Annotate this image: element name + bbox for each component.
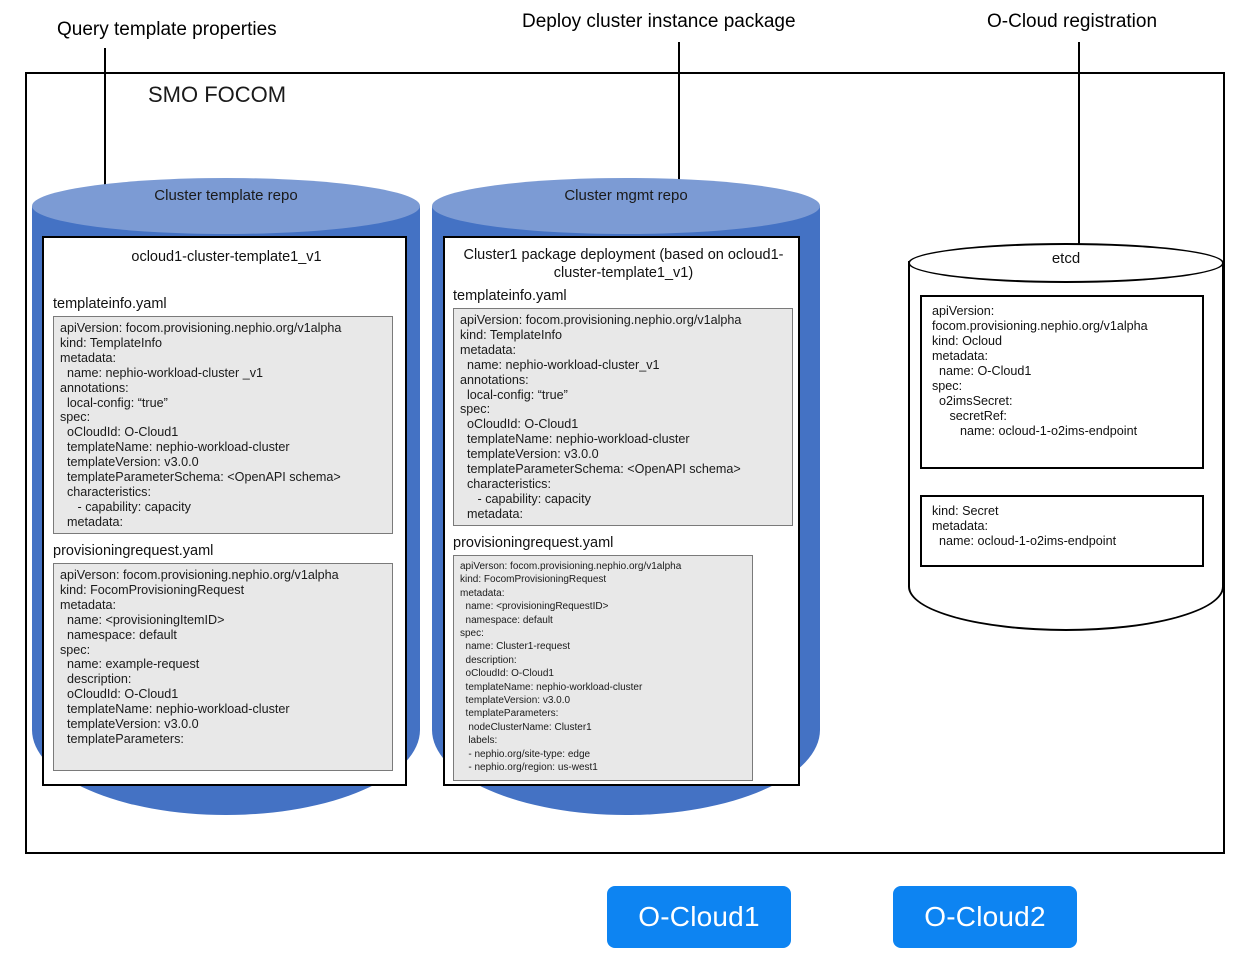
yaml-block-templateinfo: apiVersion: focom.provisioning.nephio.or… bbox=[53, 316, 393, 534]
etcd-secret-resource-box: kind: Secret metadata: name: ocloud-1-o2… bbox=[920, 495, 1204, 567]
file-label-provisioningrequest-yaml: provisioningrequest.yaml bbox=[53, 543, 214, 559]
yaml-block-provisioningrequest: apiVerson: focom.provisioning.nephio.org… bbox=[453, 555, 753, 781]
etcd-cylinder-top-ellipse bbox=[908, 243, 1224, 283]
yaml-block-templateinfo: apiVersion: focom.provisioning.nephio.or… bbox=[453, 308, 793, 526]
etcd-title: etcd bbox=[1051, 250, 1081, 267]
file-label-templateinfo-yaml: templateinfo.yaml bbox=[453, 288, 567, 304]
ocloud1-button[interactable]: O-Cloud1 bbox=[607, 886, 791, 948]
annotation-label-o-cloud-registration: O-Cloud registration bbox=[987, 11, 1158, 32]
annotation-label-query-template-properties: Query template properties bbox=[57, 19, 277, 40]
etcd-ocloud-resource-box: apiVersion: focom.provisioning.nephio.or… bbox=[920, 295, 1204, 469]
yaml-block-provisioningrequest: apiVerson: focom.provisioning.nephio.org… bbox=[53, 563, 393, 771]
cluster-mgmt-repo-title: Cluster mgmt repo bbox=[564, 187, 688, 204]
file-label-templateinfo-yaml: templateinfo.yaml bbox=[53, 296, 167, 312]
cluster1-package-deployment-card: Cluster1 package deployment (based on oc… bbox=[443, 236, 800, 786]
smo-focom-title: SMO FOCOM bbox=[148, 82, 287, 107]
smo-focom-frame bbox=[25, 72, 1225, 854]
etcd-cylinder: etcd apiVersion: focom.provisioning.neph… bbox=[908, 243, 1224, 631]
card-title: ocloud1-cluster-template1_v1 bbox=[131, 249, 322, 265]
annotation-leader-line-3 bbox=[1078, 42, 1080, 295]
cylinder-top-ellipse bbox=[432, 178, 820, 234]
file-label-provisioningrequest-yaml: provisioningrequest.yaml bbox=[453, 535, 614, 551]
annotation-leader-line-1 bbox=[104, 48, 106, 240]
annotation-leader-line-2 bbox=[678, 42, 680, 240]
cylinder-top-ellipse bbox=[32, 178, 420, 234]
annotation-label-deploy-cluster-instance-package: Deploy cluster instance package bbox=[522, 11, 796, 32]
ocloud2-button[interactable]: O-Cloud2 bbox=[893, 886, 1077, 948]
cluster-template-repo-title: Cluster template repo bbox=[154, 187, 298, 204]
ocloud1-cluster-template1-card: ocloud1-cluster-template1_v1 templateinf… bbox=[42, 236, 407, 786]
card-title: Cluster1 package deployment (based on oc… bbox=[463, 247, 784, 282]
